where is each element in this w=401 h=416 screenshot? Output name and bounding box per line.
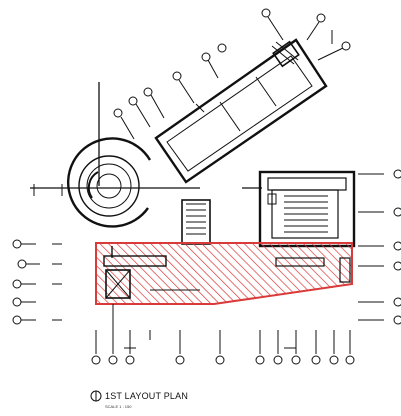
stair-core-left	[181, 199, 211, 245]
grid-markers-right	[358, 169, 401, 325]
north-marker-icon	[90, 390, 102, 402]
highlighted-zone	[95, 242, 353, 305]
drawing-title: 1ST LAYOUT PLAN	[105, 391, 189, 401]
grid-markers-left	[12, 239, 62, 325]
circular-tower	[30, 82, 200, 228]
grid-markers-top	[113, 8, 351, 140]
grid-markers-bottom	[91, 304, 355, 365]
stair-core-right	[242, 170, 356, 248]
drawing-scale: SCALE 1 : 150	[105, 404, 132, 409]
diagonal-wing	[154, 38, 328, 184]
